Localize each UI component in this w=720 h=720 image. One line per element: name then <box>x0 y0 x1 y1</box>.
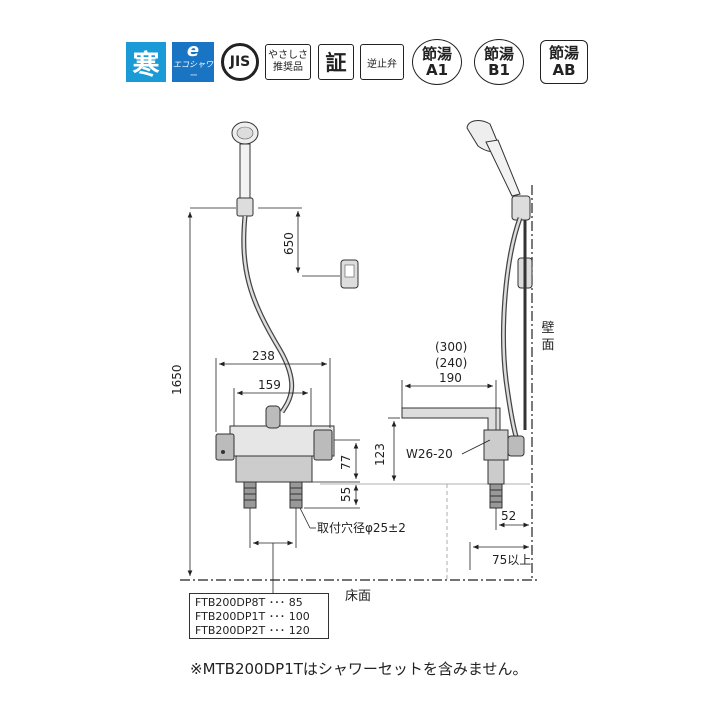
front-view: 1650 650 238 159 77 55 取付穴径φ25±2 <box>170 121 406 593</box>
dim-123-label: 123 <box>373 443 387 466</box>
footnote: ※MTB200DP1Tはシャワーセットを含みません。 <box>190 660 528 678</box>
dim-238-label: 238 <box>252 349 275 363</box>
yasashisa-badge: やさしさ推奨品 <box>265 44 311 80</box>
side-view: (300) (240) 190 123 W26-20 52 75以上 <box>373 120 533 570</box>
cold-region-badge: 寒 <box>126 42 166 82</box>
faucet-body-front <box>215 405 335 483</box>
wall-label: 壁面 <box>541 321 555 353</box>
floor-label: 床面 <box>345 589 372 604</box>
mounting-legs <box>243 481 303 509</box>
dim-52-label: 52 <box>501 509 516 523</box>
dim-159-label: 159 <box>258 378 281 392</box>
thread-size-label: W26-20 <box>406 447 453 461</box>
dim-75-label: 75以上 <box>492 553 531 567</box>
dim-190-label: 190 <box>439 371 462 385</box>
jis-mark: JIS <box>221 43 259 81</box>
legend-row: FTB200DP8T ･･･ 85 <box>195 596 303 609</box>
dim-240-label: (240) <box>435 356 467 370</box>
model-legend: FTB200DP8T ･･･ 85 FTB200DP1T ･･･ 100 FTB… <box>189 593 329 639</box>
dim-55-label: 55 <box>339 487 353 502</box>
dim-650-label: 650 <box>282 232 296 255</box>
eco-shower-badge: e エコシャワー <box>172 40 214 82</box>
legend-row: FTB200DP1T ･･･ 100 <box>195 610 310 623</box>
shower-head-side <box>466 120 533 430</box>
spout-side <box>401 407 525 509</box>
shower-hanger <box>340 259 359 289</box>
dim-1650-label: 1650 <box>170 364 184 395</box>
check-valve-badge: 逆止弁 <box>360 44 404 80</box>
shower-head-front <box>231 121 259 217</box>
legend-row: FTB200DP2T ･･･ 120 <box>195 624 310 637</box>
dim-77-label: 77 <box>339 455 353 470</box>
certificate-badge: 証 <box>318 44 354 80</box>
dim-300-label: (300) <box>435 340 467 354</box>
hole-diameter-label: 取付穴径φ25±2 <box>317 520 406 535</box>
